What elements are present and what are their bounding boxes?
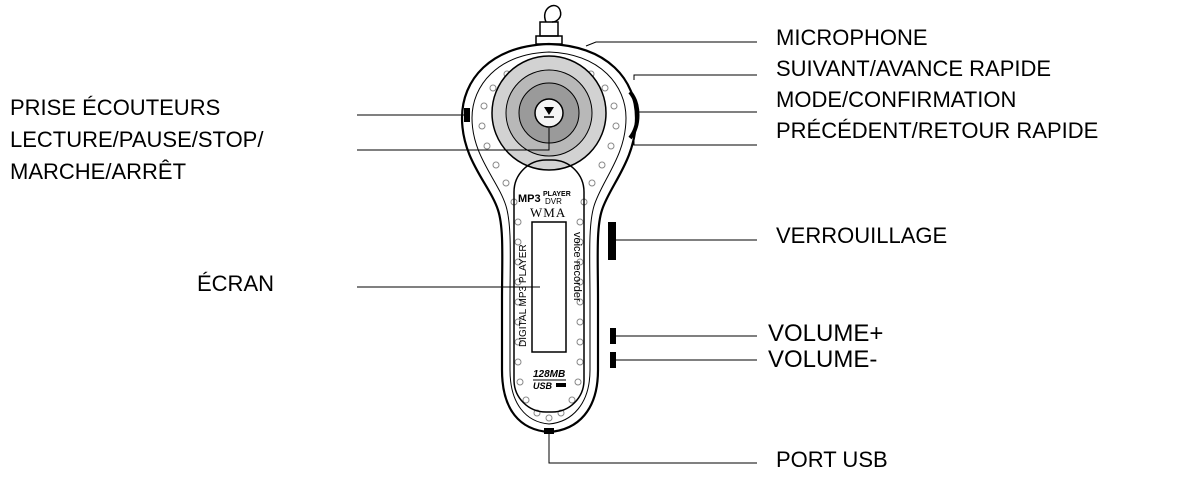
device-inner-shell	[471, 51, 627, 425]
mp3-player-device: MP3 PLAYER DVR WMA DIGITAL MP3 PLAYER vo…	[460, 4, 640, 434]
device-capacity: 128MB	[533, 369, 565, 380]
label-screen: ÉCRAN	[197, 271, 275, 296]
label-play-pause-line1: LECTURE/PAUSE/STOP/	[10, 127, 264, 152]
mode-side-button	[628, 90, 640, 140]
usb-plug-icon	[556, 383, 566, 387]
label-previous: PRÉCÉDENT/RETOUR RAPIDE	[776, 118, 1099, 143]
device-logo: MP3 PLAYER DVR WMA	[518, 191, 571, 220]
volume-down-button	[610, 352, 616, 368]
label-volume-up: VOLUME+	[768, 320, 884, 347]
device-side-text-left: DIGITAL MP3 PLAYER	[518, 244, 529, 347]
device-usb-logo: USB	[533, 381, 553, 391]
usb-port	[544, 428, 554, 434]
lanyard-loop	[535, 4, 563, 45]
label-usb-port: PORT USB	[776, 447, 888, 472]
label-lock: VERROUILLAGE	[776, 223, 948, 248]
logo-player: PLAYER	[543, 191, 571, 198]
control-dial	[491, 55, 607, 171]
center-panel	[513, 159, 585, 413]
logo-wma: WMA	[530, 205, 566, 220]
play-triangle-icon	[544, 107, 554, 115]
leader-lines	[357, 41, 757, 464]
label-volume-down: VOLUME-	[768, 346, 878, 373]
device-side-text-right: voice recorder	[571, 232, 583, 302]
headphone-jack	[464, 108, 470, 122]
lock-switch	[608, 222, 616, 260]
label-microphone: MICROPHONE	[776, 25, 928, 50]
volume-up-button	[610, 328, 616, 344]
label-next: SUIVANT/AVANCE RAPIDE	[776, 56, 1052, 81]
label-play-pause-line2: MARCHE/ARRÊT	[10, 159, 187, 184]
label-mode: MODE/CONFIRMATION	[776, 87, 1017, 112]
logo-dvr: DVR	[545, 197, 562, 206]
logo-mp3: MP3	[518, 193, 541, 205]
label-headphone-jack: PRISE ÉCOUTEURS	[10, 95, 221, 120]
